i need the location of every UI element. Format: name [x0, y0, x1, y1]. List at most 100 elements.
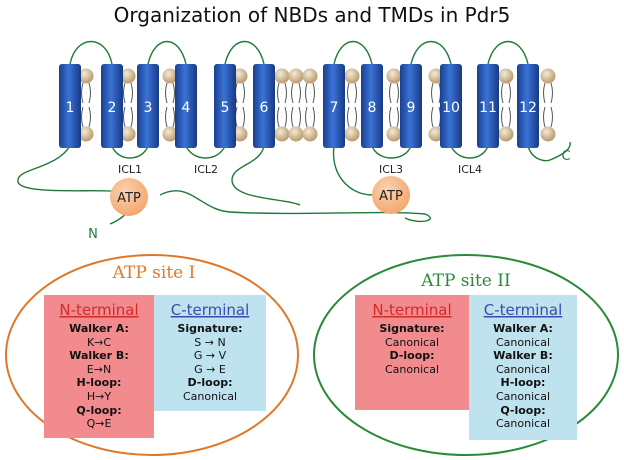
lipid-tail: [123, 106, 133, 128]
helix-5: [214, 64, 236, 148]
ecl-7-8: [333, 40, 373, 65]
lipid-tail: [165, 82, 175, 104]
motif-label: Walker B:: [493, 349, 553, 363]
membrane-bilayer: [78, 68, 556, 142]
ecl-5-6: [224, 40, 265, 65]
helix-10: [440, 64, 462, 148]
motif-label: H-loop:: [500, 376, 546, 390]
c-terminal-tail: [527, 141, 571, 162]
icl4-loop: [450, 145, 489, 159]
lipid-tail: [389, 106, 399, 128]
helix-8: [361, 64, 383, 148]
icl2-label: ICL2: [194, 163, 218, 176]
motif-value: K→C: [86, 335, 112, 349]
helix-label-10: 10: [442, 100, 460, 116]
motif-label: D-loop:: [389, 349, 435, 363]
lipid-head: [162, 68, 178, 84]
lipid-head: [428, 68, 444, 84]
atp-nbd2: ATP: [372, 176, 410, 214]
atp-site-2-title: ATP site II: [420, 271, 510, 291]
lipid-tail: [543, 82, 553, 104]
helix-label-4: 4: [182, 100, 191, 116]
helix-label-8: 8: [368, 100, 377, 116]
lipid-head: [386, 68, 402, 84]
helix-label-1: 1: [66, 100, 75, 116]
helix-1: [59, 64, 81, 148]
lipid-head: [344, 126, 360, 142]
icl3-label: ICL3: [379, 163, 403, 176]
lipid-tail: [277, 82, 287, 104]
ecl-11-12: [487, 40, 529, 65]
lipid-head: [344, 68, 360, 84]
lipid-tail: [305, 82, 315, 104]
n-terminus-label: N: [88, 227, 98, 242]
linker-nbd2: [231, 145, 301, 206]
lipid-head: [232, 68, 248, 84]
helix-12: [517, 64, 539, 148]
icl2-loop: [185, 145, 226, 159]
lipid-tail: [291, 82, 301, 104]
motif-value: Canonical: [496, 389, 550, 403]
motif-value: S → N: [194, 335, 226, 349]
lipid-tail: [347, 106, 357, 128]
lipid-tail: [235, 106, 245, 128]
atp-nbd1: ATP: [110, 178, 148, 216]
helix-label-7: 7: [330, 100, 339, 116]
helix-3: [137, 64, 159, 148]
lipid-head: [120, 126, 136, 142]
helix-label-3: 3: [144, 100, 153, 116]
ecl-9-10: [410, 40, 452, 65]
lipid-tail: [81, 82, 91, 104]
lipid-tail: [389, 82, 399, 104]
motif-value: Canonical: [496, 362, 550, 376]
lipid-tail: [165, 106, 175, 128]
motif-value: Canonical: [385, 335, 439, 349]
lipid-head: [498, 126, 514, 142]
lipid-head: [274, 126, 290, 142]
lipid-head: [302, 126, 318, 142]
motif-value: G → V: [193, 349, 227, 363]
motif-label: H-loop:: [76, 376, 122, 390]
motif-value: H→Y: [86, 389, 112, 403]
helix-label-6: 6: [260, 100, 269, 116]
n-terminal-tail: [17, 145, 132, 225]
lipid-tail: [277, 106, 287, 128]
motif-value: Canonical: [496, 335, 550, 349]
site1-n-header: N-terminal: [59, 301, 138, 319]
motif-value: Q→E: [86, 417, 112, 431]
lipid-head: [274, 68, 290, 84]
site2-n-terminal-box: [355, 295, 469, 410]
lipid-head: [78, 126, 94, 142]
lipid-tail: [305, 106, 315, 128]
site1-c-header: C-terminal: [171, 301, 250, 319]
helix-label-2: 2: [108, 100, 117, 116]
helix-7: [323, 64, 345, 148]
helix-11: [477, 64, 499, 148]
lipid-head: [120, 68, 136, 84]
lipid-head: [428, 126, 444, 142]
atp-site-1: ATP site I N-terminal C-terminal: [5, 254, 299, 456]
ecl-3-4: [147, 40, 187, 65]
helix-4: [175, 64, 197, 148]
atp-label-1: ATP: [117, 191, 141, 206]
site2-n-header: N-terminal: [372, 301, 451, 319]
icl4-label: ICL4: [458, 163, 482, 176]
lipid-head: [162, 126, 178, 142]
lipid-tail: [543, 106, 553, 128]
diagram-title: Organization of NBDs and TMDs in Pdr5: [114, 3, 511, 27]
motif-label: Q-loop:: [76, 403, 122, 417]
atp-label-2: ATP: [379, 189, 403, 204]
motif-label: Q-loop:: [500, 403, 546, 417]
lipid-head: [498, 68, 514, 84]
site1-n-terminal-box: [44, 295, 154, 438]
icl1-loop: [111, 145, 149, 159]
motif-value: Canonical: [496, 417, 550, 431]
lipid-tail: [431, 106, 441, 128]
lipid-tail: [431, 82, 441, 104]
tm7-to-nbd2: [332, 145, 373, 196]
motif-label: Signature:: [379, 322, 445, 335]
